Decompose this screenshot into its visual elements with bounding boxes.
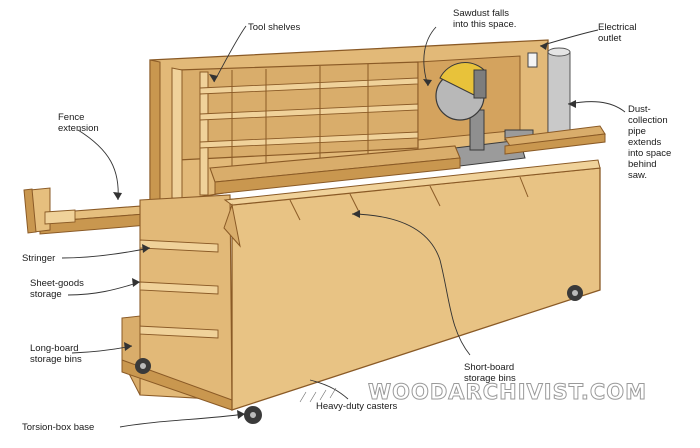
caster <box>567 285 583 301</box>
left-cabinet <box>121 194 233 411</box>
tool-shelves <box>171 61 419 201</box>
floor-shadow <box>299 387 337 403</box>
label-long-board: Long-board storage bins <box>30 343 82 365</box>
label-torsion-box-base: Torsion-box base <box>22 422 95 433</box>
caster <box>244 406 262 424</box>
label-stringer: Stringer <box>22 253 56 264</box>
label-dust-collection: Dust- collection pipe extends into space… <box>628 104 672 181</box>
caster <box>135 358 151 374</box>
label-fence-extension: Fence extension <box>58 112 99 134</box>
front-panel <box>223 159 601 411</box>
label-short-board: Short-board storage bins <box>464 362 516 384</box>
label-heavy-duty-casters: Heavy-duty casters <box>316 401 398 412</box>
label-electrical-outlet: Electrical outlet <box>598 22 637 44</box>
dust-collection-pipe <box>547 47 571 139</box>
miter-saw <box>435 62 534 167</box>
label-tool-shelves: Tool shelves <box>248 22 301 33</box>
watermark: WOODARCHIVIST.COM <box>368 380 647 405</box>
label-sheet-goods: Sheet-goods storage <box>30 278 84 300</box>
arrowheads <box>113 42 576 419</box>
electrical-outlet <box>527 52 538 68</box>
label-sawdust: Sawdust falls into this space. <box>453 8 517 30</box>
